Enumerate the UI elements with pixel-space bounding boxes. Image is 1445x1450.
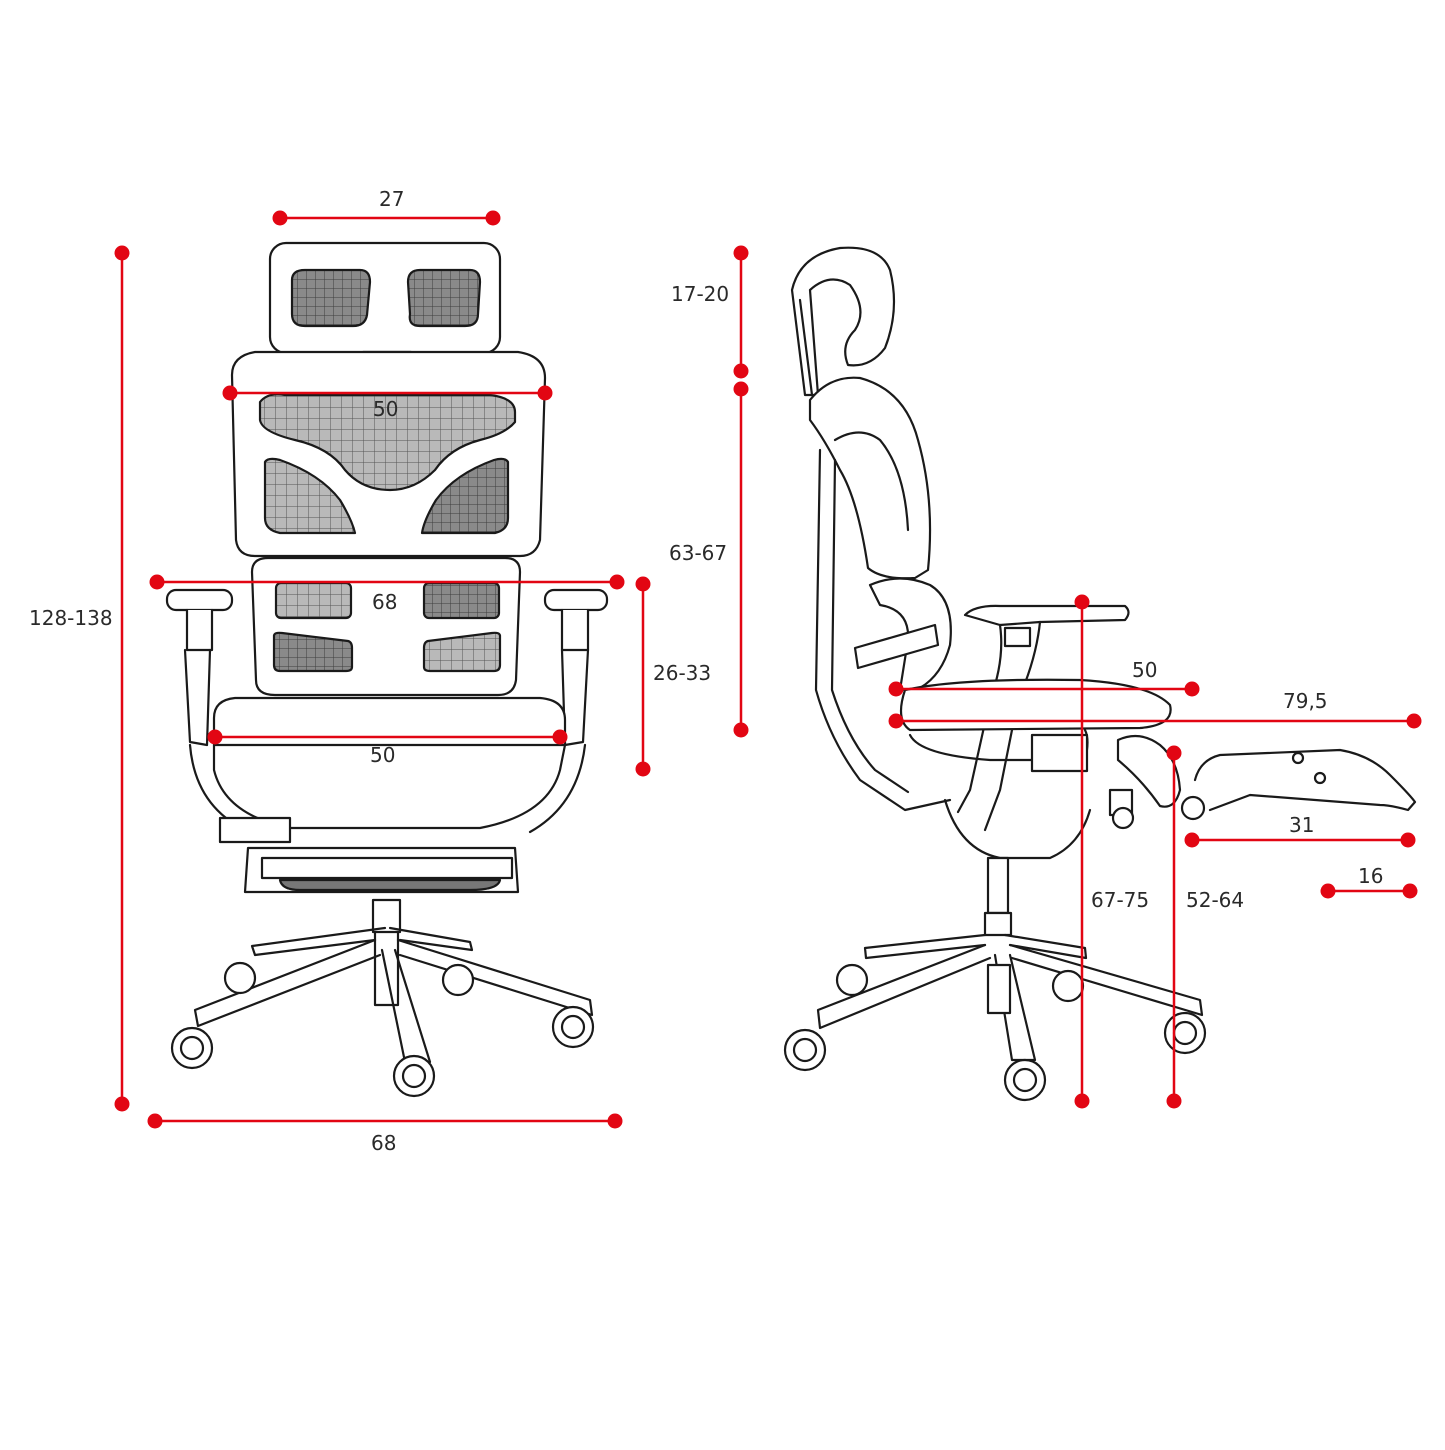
side-footrest <box>1108 734 1417 830</box>
armrest-floor-height-dimension <box>1074 594 1090 1109</box>
seat-width-label: 50 <box>370 743 396 767</box>
dimension-endpoint <box>114 1096 130 1112</box>
headrest-width-dimension <box>272 210 501 226</box>
front-seat <box>188 696 587 834</box>
front-armrests <box>165 588 609 747</box>
backrest-width-dimension <box>222 385 553 401</box>
headrest-height-dimension <box>733 245 749 379</box>
dimension-endpoint <box>222 385 238 401</box>
armrest-floor-height-label: 67-75 <box>1091 888 1150 912</box>
side-backrest <box>808 376 952 812</box>
backrest-height-label: 63-67 <box>669 541 728 565</box>
dimension-endpoint <box>635 761 651 777</box>
dimension-endpoint <box>1400 832 1416 848</box>
dimension-endpoint <box>114 245 130 261</box>
headrest-height-label: 17-20 <box>671 282 730 306</box>
depth-with-footrest-label: 79,5 <box>1283 689 1328 713</box>
dimension-endpoint <box>149 574 165 590</box>
seat-depth-dimension <box>888 681 1200 697</box>
dimension-endpoint <box>609 574 625 590</box>
front-view-chair <box>165 241 609 1098</box>
seat-floor-height-label: 52-64 <box>1186 888 1245 912</box>
dimension-endpoint <box>1166 1093 1182 1109</box>
dimension-endpoint <box>147 1113 163 1129</box>
armrest-height-label: 26-33 <box>653 661 712 685</box>
dimension-endpoint <box>1184 681 1200 697</box>
backrest-width-label: 50 <box>373 397 399 421</box>
armrest-height-dimension <box>635 576 651 777</box>
total-height-label: 128-138 <box>29 606 113 630</box>
front-backrest <box>230 350 547 558</box>
dimension-endpoint <box>733 381 749 397</box>
dimension-lines <box>114 210 1422 1129</box>
dimension-endpoint <box>733 245 749 261</box>
footrest-length-label: 31 <box>1289 813 1315 837</box>
dimension-endpoint <box>888 681 904 697</box>
total-height-dimension <box>114 245 130 1112</box>
seat-width-dimension <box>207 729 568 745</box>
dimension-endpoint <box>1166 745 1182 761</box>
depth-with-footrest-dimension <box>888 713 1422 729</box>
dimension-endpoint <box>733 722 749 738</box>
dimension-endpoint <box>1406 713 1422 729</box>
dimension-endpoint <box>485 210 501 226</box>
dimension-endpoint <box>1320 883 1336 899</box>
headrest-width-label: 27 <box>379 187 405 211</box>
front-lumbar <box>250 556 522 697</box>
base-width-label: 68 <box>371 1131 397 1155</box>
side-view-chair <box>783 246 1417 1102</box>
dimension-endpoint <box>1402 883 1418 899</box>
dimension-endpoint <box>635 576 651 592</box>
dimension-endpoint <box>733 363 749 379</box>
base-width-dimension <box>147 1113 623 1129</box>
dimension-endpoint <box>1074 1093 1090 1109</box>
backrest-height-dimension <box>733 381 749 738</box>
side-headrest <box>790 246 896 397</box>
dimension-endpoint <box>537 385 553 401</box>
front-base <box>170 898 595 1098</box>
side-seat <box>899 678 1172 860</box>
dimension-endpoint <box>1184 832 1200 848</box>
front-headrest <box>268 241 502 363</box>
overall-width-dimension <box>149 574 625 590</box>
front-footrest <box>218 816 520 894</box>
dimension-endpoint <box>207 729 223 745</box>
footrest-length-dimension <box>1184 832 1416 848</box>
footrest-extension-dimension <box>1320 883 1418 899</box>
dimension-endpoint <box>552 729 568 745</box>
overall-width-label: 68 <box>372 590 398 614</box>
seat-floor-height-dimension <box>1166 745 1182 1109</box>
dimension-endpoint <box>272 210 288 226</box>
side-base <box>783 856 1207 1102</box>
dimension-endpoint <box>607 1113 623 1129</box>
seat-depth-label: 50 <box>1132 658 1158 682</box>
footrest-extension-label: 16 <box>1358 864 1384 888</box>
side-lumbar <box>853 577 952 692</box>
dimension-endpoint <box>1074 594 1090 610</box>
dimension-endpoint <box>888 713 904 729</box>
